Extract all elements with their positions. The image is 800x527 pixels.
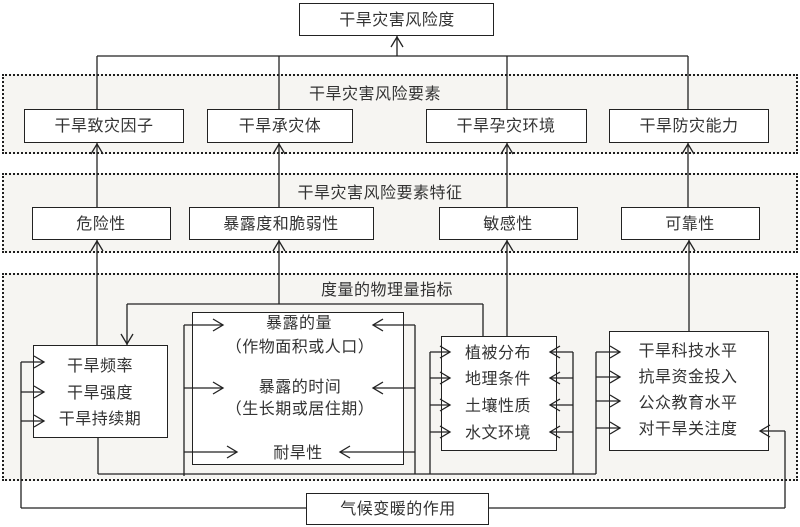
exposure-indicators-box [192, 312, 404, 465]
exposure-vulnerability-box [189, 207, 374, 240]
environment-indicator-item: 土壤性质 [464, 396, 532, 415]
environment-indicator-item: 地理条件 [464, 369, 532, 388]
hazard-indicator-item: 干旱强度 [66, 383, 134, 402]
reliability-box [621, 207, 760, 240]
exposure-indicator-item: 耐旱性 [273, 443, 323, 462]
hazard-factor-box [24, 109, 184, 143]
hazard-factor-label: 干旱致灾因子 [54, 116, 154, 135]
sensitivity-box [439, 207, 578, 240]
exposure-indicator-note: （生长期或居住期） [225, 399, 375, 418]
capacity-indicator-item: 干旱科技水平 [638, 341, 738, 360]
prevention-capacity-box [609, 109, 769, 143]
exposure-indicator-item: 暴露的时间 [258, 377, 342, 396]
hazard-indicator-item: 干旱持续期 [58, 409, 142, 428]
group-risk-element-features-title: 干旱灾害风险要素特征 [297, 183, 463, 202]
climate-warming-label: 气候变暖的作用 [340, 499, 456, 518]
exposure-indicator-note: （作物面积或人口） [225, 337, 375, 356]
disaster-environment-box [426, 109, 587, 143]
exposure-vulnerability-label: 暴露度和脆弱性 [223, 214, 339, 233]
exposure-indicator-item: 暴露的量 [265, 313, 333, 332]
prevention-capacity-label: 干旱防灾能力 [639, 116, 739, 135]
arrow-up-icon [390, 35, 404, 48]
climate-warming-box [306, 493, 489, 525]
group-risk-elements-title: 干旱灾害风险要素 [308, 84, 442, 103]
capacity-indicator-item: 抗旱资金投入 [638, 367, 738, 386]
hazard-indicator-item: 干旱频率 [66, 356, 134, 375]
reliability-label: 可靠性 [665, 214, 715, 233]
capacity-indicator-item: 公众教育水平 [638, 393, 738, 412]
disaster-environment-label: 干旱孕灾环境 [456, 116, 556, 135]
exposed-body-box [207, 109, 353, 143]
capacity-indicator-item: 对干旱关注度 [638, 419, 738, 438]
group-physical-indicators-title: 度量的物理量指标 [320, 280, 454, 299]
sensitivity-label: 敏感性 [483, 214, 533, 233]
hazardousness-box [32, 207, 171, 240]
exposed-body-label: 干旱承灾体 [238, 116, 322, 135]
environment-indicator-item: 植被分布 [464, 343, 532, 362]
environment-indicators-box [441, 336, 557, 451]
drought-risk-degree-box [299, 3, 494, 36]
hazardousness-label: 危险性 [76, 214, 126, 233]
capacity-indicators-box [609, 331, 769, 451]
drought-risk-degree-label: 干旱灾害风险度 [339, 10, 455, 29]
environment-indicator-item: 水文环境 [464, 423, 532, 442]
